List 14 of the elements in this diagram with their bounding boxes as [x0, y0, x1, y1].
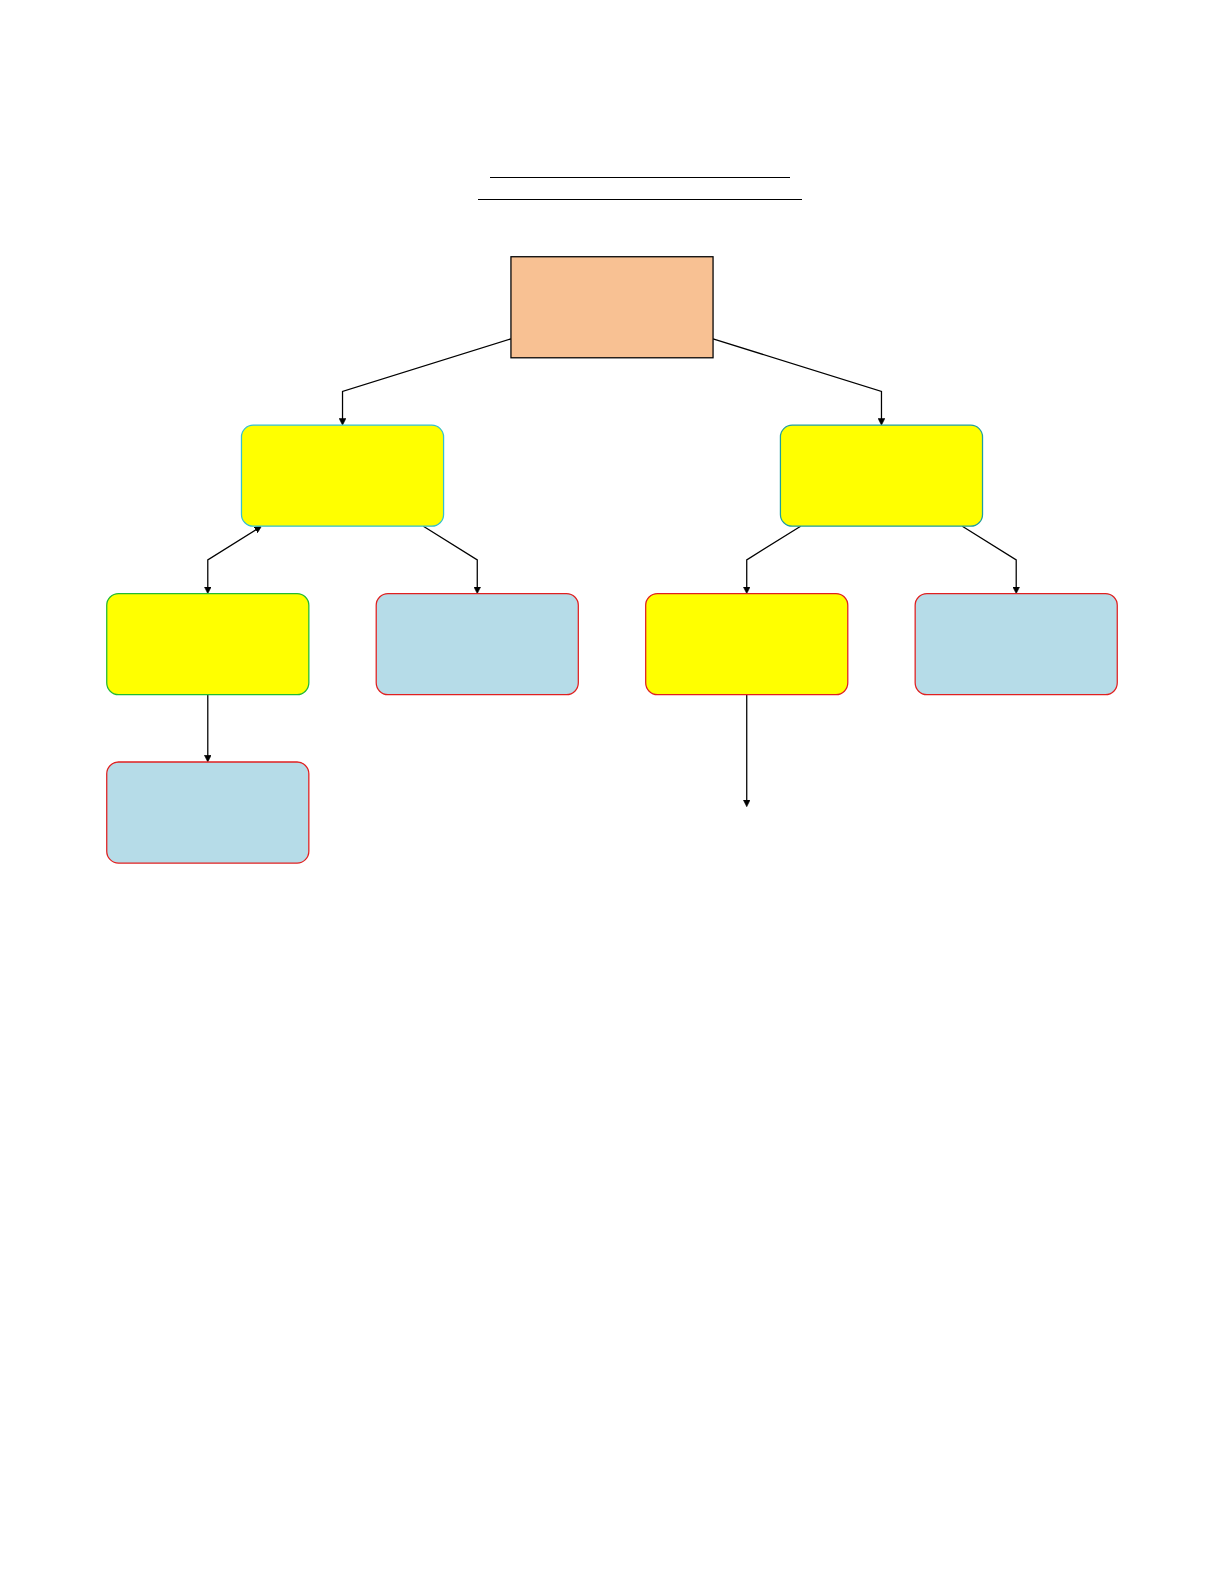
node-box [240, 424, 445, 527]
node-box [106, 592, 310, 696]
arrow [204, 694, 212, 763]
node-box [510, 256, 714, 359]
node-box [106, 761, 310, 864]
arrow [961, 525, 1020, 594]
node-box [375, 592, 579, 696]
arrow [204, 526, 262, 594]
arrow [743, 694, 751, 807]
arrow [743, 525, 802, 594]
node-box [914, 592, 1118, 696]
node-box [645, 592, 849, 696]
node-box [779, 424, 984, 527]
arrow [422, 525, 481, 594]
